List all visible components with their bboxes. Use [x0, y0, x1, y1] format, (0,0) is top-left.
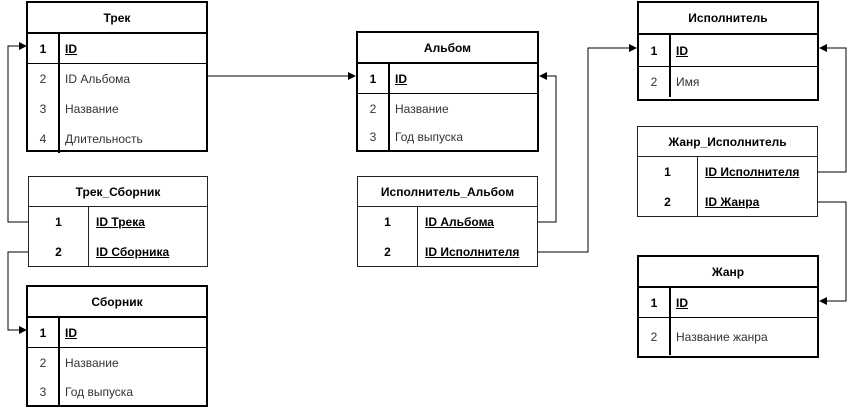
row-number: 2	[55, 244, 62, 259]
row-field: ID Жанра	[705, 194, 760, 209]
row-field: ID	[676, 43, 688, 58]
row-number: 3	[39, 102, 47, 116]
row-number: 1	[369, 71, 377, 86]
row-number: 2	[39, 72, 47, 86]
table-artist-album: Исполнитель_Альбом 1 ID Альбома 2 ID Исп…	[357, 176, 538, 267]
table-title: Альбом	[358, 33, 537, 64]
row-number: 3	[369, 129, 377, 144]
row-field: ID	[395, 71, 407, 86]
row-number: 1	[650, 43, 658, 58]
row-field: ID Сборника	[96, 244, 170, 259]
table-row: 1 ID Исполнителя	[638, 157, 817, 187]
table-album: Альбом 1 ID 2 Название 3 Год выпуска	[356, 31, 539, 152]
row-field: Название	[395, 101, 449, 116]
row-number: 2	[664, 194, 671, 209]
table-row: 2 ID Исполнителя	[358, 237, 537, 266]
row-number: 3	[39, 385, 47, 399]
table-collection: Сборник 1 ID 2 Название 3 Год выпуска	[26, 285, 208, 407]
row-number: 1	[664, 165, 671, 179]
table-row: 3 Год выпуска	[28, 378, 206, 406]
table-title: Сборник	[28, 287, 206, 318]
row-field: ID Альбома	[425, 215, 494, 229]
table-row: 2 Имя	[639, 67, 817, 97]
link-trackcollection-track	[7, 42, 28, 223]
table-track-collection: Трек_Сборник 1 ID Трека 2 ID Сборника	[28, 176, 208, 267]
row-field: Название	[65, 102, 119, 116]
table-row: 1 ID Альбома	[358, 207, 537, 237]
table-title: Жанр_Исполнитель	[638, 127, 817, 157]
table-row: 1 ID	[358, 64, 537, 94]
row-number: 1	[384, 215, 391, 229]
table-row: 1 ID Трека	[29, 207, 207, 237]
table-row: 2 Название жанра	[639, 318, 817, 355]
table-row: 1 ID	[639, 288, 817, 318]
row-number: 1	[650, 295, 658, 310]
row-field: ID	[676, 295, 688, 310]
table-row: 4 Длительность	[28, 124, 206, 153]
table-row: 1 ID	[28, 34, 206, 64]
row-field: Длительность	[65, 131, 143, 146]
row-field: Год выпуска	[395, 129, 463, 144]
row-field: Год выпуска	[65, 385, 133, 399]
table-title: Трек	[28, 3, 206, 34]
table-row: 2 ID Жанра	[638, 187, 817, 216]
table-genre: Жанр 1 ID 2 Название жанра	[637, 255, 819, 358]
table-row: 1 ID	[28, 318, 206, 348]
row-field: ID Исполнителя	[705, 165, 800, 179]
table-row: 3 Год выпуска	[358, 123, 537, 150]
link-genreartist-artist	[818, 44, 847, 173]
table-row: 2 ID Альбома	[28, 64, 206, 94]
table-title: Жанр	[639, 257, 817, 288]
link-trackcollection-collection	[7, 251, 28, 334]
row-number: 2	[650, 329, 658, 344]
row-field: Имя	[676, 75, 700, 89]
row-field: ID Альбома	[65, 72, 131, 86]
row-field: ID	[65, 41, 77, 56]
table-title: Исполнитель	[639, 3, 817, 35]
row-number: 1	[39, 41, 47, 56]
row-field: Название жанра	[676, 329, 768, 344]
table-row: 1 ID	[639, 35, 817, 67]
row-number: 1	[39, 325, 47, 340]
table-track: Трек 1 ID 2 ID Альбома 3 Название 4 Длит…	[26, 1, 208, 153]
row-field: Название	[65, 356, 119, 370]
row-number: 1	[55, 215, 62, 229]
row-number: 2	[384, 244, 391, 259]
link-artistalbum-artist	[538, 44, 637, 253]
table-genre-artist: Жанр_Исполнитель 1 ID Исполнителя 2 ID Ж…	[637, 126, 818, 217]
link-artistalbum-album	[538, 72, 557, 223]
table-row: 3 Название	[28, 94, 206, 124]
table-row: 2 ID Сборника	[29, 237, 207, 266]
link-genreartist-genre	[818, 201, 847, 305]
table-row: 2 Название	[358, 94, 537, 123]
row-number: 4	[39, 131, 47, 146]
table-row: 2 Название	[28, 348, 206, 378]
row-field: ID	[65, 325, 77, 340]
row-field: ID Трека	[96, 215, 145, 229]
row-field: ID Исполнителя	[425, 244, 520, 259]
row-number: 2	[39, 356, 47, 370]
table-title: Трек_Сборник	[29, 177, 207, 207]
table-title: Исполнитель_Альбом	[358, 177, 537, 207]
row-number: 2	[369, 101, 377, 116]
row-number: 2	[650, 75, 658, 89]
table-artist: Исполнитель 1 ID 2 Имя	[637, 1, 819, 101]
